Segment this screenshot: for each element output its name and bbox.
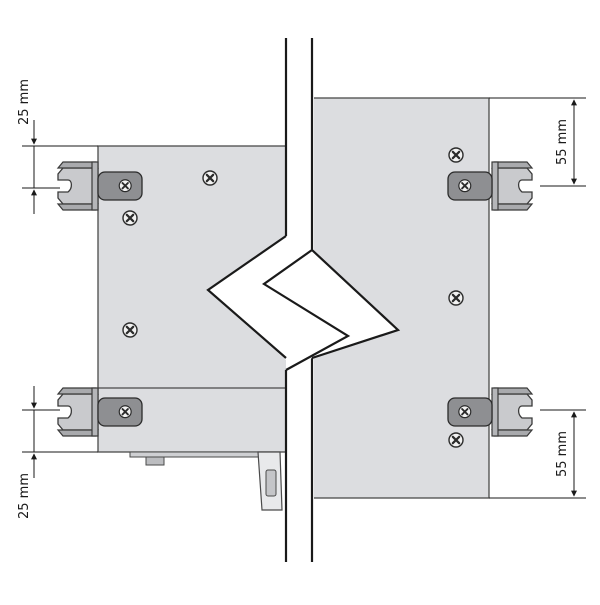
dimension-right-top: 55 mm	[489, 97, 586, 187]
dimension-label: 55 mm	[555, 431, 570, 477]
dimension-left-top: 25 mm	[17, 79, 98, 214]
dimension-label: 25 mm	[17, 473, 32, 519]
screw-icon	[121, 321, 139, 339]
screw-icon	[447, 431, 465, 449]
dimension-label: 55 mm	[555, 119, 570, 165]
wall-section	[206, 38, 401, 562]
screw-icon	[447, 146, 465, 164]
dimension-left-bottom: 25 mm	[17, 386, 98, 519]
dimension-right-bottom: 55 mm	[489, 409, 586, 499]
screw-icon	[201, 169, 219, 187]
screw-icon	[121, 209, 139, 227]
screw-icon	[447, 289, 465, 307]
dimension-label: 25 mm	[17, 79, 32, 125]
